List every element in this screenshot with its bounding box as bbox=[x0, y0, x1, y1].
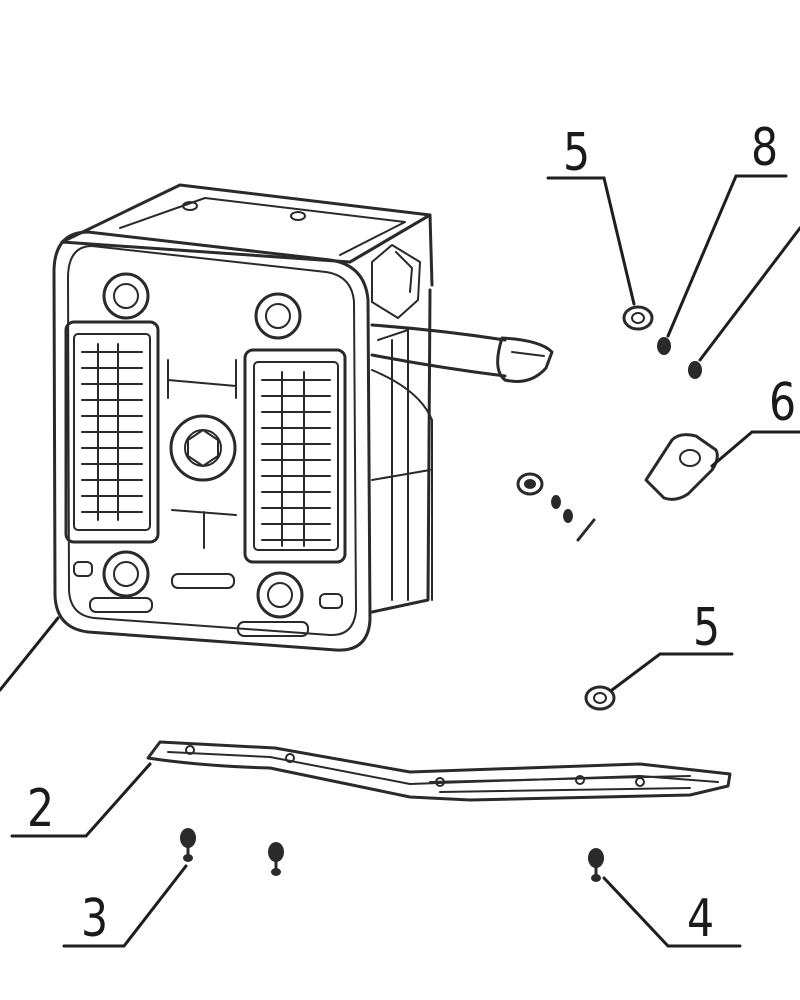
housing-center-boss bbox=[169, 414, 237, 482]
callout-part-2: 2 bbox=[27, 779, 54, 839]
leader-part-4 bbox=[602, 876, 742, 948]
part-8-pin bbox=[657, 337, 671, 355]
part-5-top-nut bbox=[622, 305, 654, 331]
leader-part-6 bbox=[710, 430, 800, 468]
part-5-bottom-nut bbox=[584, 685, 616, 711]
leader-part-8 bbox=[666, 174, 788, 338]
pin-right bbox=[688, 361, 702, 379]
leader-part-1 bbox=[0, 616, 60, 692]
connector-housing bbox=[52, 183, 554, 652]
callout-part-5-top: 5 bbox=[563, 123, 590, 183]
part-6-terminal bbox=[644, 433, 719, 501]
housing-boss-bl bbox=[102, 550, 150, 598]
left-pin-field bbox=[64, 320, 160, 544]
housing-boss-br bbox=[256, 571, 304, 619]
callout-part-4: 4 bbox=[687, 889, 714, 949]
loose-washer bbox=[516, 472, 544, 496]
loose-pins bbox=[551, 495, 596, 542]
leader-part-5-top bbox=[546, 176, 636, 306]
leader-part-5-bottom bbox=[610, 652, 734, 692]
housing-boss-tl bbox=[102, 272, 150, 320]
leader-part-3 bbox=[62, 864, 188, 948]
part-2-bracket bbox=[146, 740, 732, 802]
callout-part-6: 6 bbox=[769, 373, 796, 433]
leader-part-2 bbox=[10, 762, 152, 838]
part-4-screw bbox=[588, 848, 604, 882]
right-pin-field bbox=[243, 348, 347, 564]
leader-pin-right bbox=[698, 226, 800, 362]
part-3-screw-right bbox=[268, 842, 284, 876]
callout-part-8: 8 bbox=[751, 118, 778, 178]
callout-part-3: 3 bbox=[81, 889, 108, 949]
callout-part-5-bottom: 5 bbox=[693, 598, 720, 658]
part-3-screw-left bbox=[180, 828, 196, 862]
housing-boss-tr bbox=[254, 292, 302, 340]
